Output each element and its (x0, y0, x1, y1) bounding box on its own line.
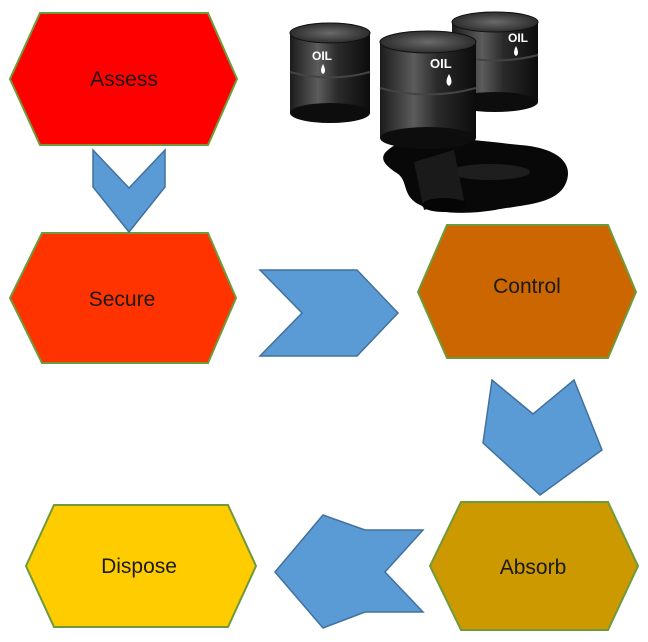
step-control-label: Control (493, 275, 561, 298)
step-assess-label: Assess (90, 68, 158, 91)
barrel-label-2: OIL (430, 56, 452, 71)
step-absorb: Absorb (428, 501, 640, 631)
arrow-right-icon (258, 269, 400, 357)
oil-barrel-back-left: OIL (289, 22, 371, 123)
step-assess-hexagon (8, 12, 239, 146)
oil-barrels-spill-illustration: OIL OIL OIL (289, 11, 568, 213)
arrow-left-icon (274, 514, 425, 629)
step-control-hexagon (416, 224, 638, 359)
step-secure: Secure (8, 232, 238, 364)
oil-barrel-tipped (414, 150, 466, 212)
step-control: Control (416, 224, 638, 359)
oil-barrel-front: OIL (379, 30, 477, 149)
step-assess: Assess (8, 12, 239, 146)
oil-puddle-shine (450, 164, 530, 180)
barrel-label-1: OIL (312, 49, 332, 63)
step-absorb-label: Absorb (500, 556, 567, 579)
step-dispose: Dispose (24, 504, 258, 628)
step-dispose-hexagon (24, 504, 258, 628)
step-dispose-label: Dispose (101, 555, 177, 578)
step-secure-hexagon (8, 232, 238, 364)
step-secure-label: Secure (89, 288, 156, 311)
arrow-down-icon-2 (482, 378, 603, 496)
arrow-down-icon (92, 148, 166, 234)
step-absorb-hexagon (428, 501, 640, 631)
barrel-label-3: OIL (508, 31, 528, 45)
